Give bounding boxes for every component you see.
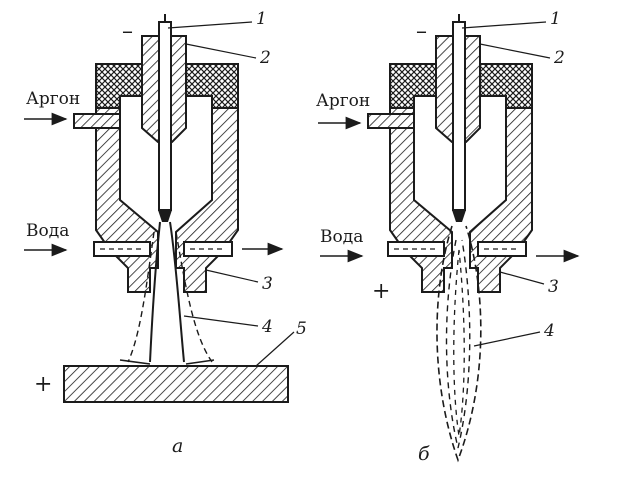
workpiece <box>63 365 289 403</box>
plasma-jet-b <box>436 225 482 463</box>
water-label-a: Вода <box>26 221 69 241</box>
electrode-b <box>452 21 466 211</box>
torch-b <box>318 14 580 463</box>
plus-label-a: + <box>34 372 52 397</box>
argon-label-b: Аргон <box>316 91 370 111</box>
caption-b: б <box>418 443 430 465</box>
plus-label-b: + <box>372 279 390 304</box>
argon-inlet-b <box>367 113 415 129</box>
label-5-a: 5 <box>296 319 307 339</box>
electrode-a <box>158 21 172 211</box>
torch-body-right-a <box>175 107 239 293</box>
torch-body-right-b <box>469 107 533 293</box>
label-2-b: 2 <box>553 48 565 68</box>
minus-label-a: – <box>122 19 133 44</box>
label-4-a: 4 <box>261 317 273 337</box>
torch-body-left-a <box>95 107 159 293</box>
label-3-a: 3 <box>262 274 273 294</box>
arc-column-a <box>149 221 185 363</box>
argon-label-a: Аргон <box>26 89 80 109</box>
torch-a <box>24 14 295 403</box>
water-label-b: Вода <box>320 227 363 247</box>
label-4-b: 4 <box>543 321 555 341</box>
label-1-a: 1 <box>256 9 267 29</box>
argon-inlet-a <box>73 113 121 129</box>
minus-label-b: – <box>416 19 427 44</box>
label-2-a: 2 <box>259 48 271 68</box>
caption-a: а <box>172 435 183 457</box>
label-1-b: 1 <box>550 9 561 29</box>
label-3-b: 3 <box>548 277 559 297</box>
